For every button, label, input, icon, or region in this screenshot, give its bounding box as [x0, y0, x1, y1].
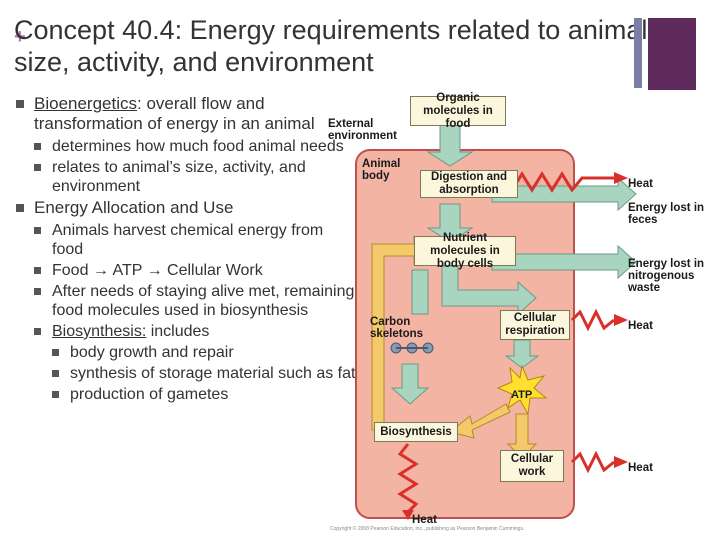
- heat-label-2: Heat: [628, 320, 653, 332]
- bullet-list: Bioenergetics: overall flow and transfor…: [16, 94, 356, 406]
- square-bullet-icon: [52, 370, 59, 377]
- sub-sub-bullet-gametes: production of gametes: [52, 385, 356, 404]
- sub-bullet-text: relates to animal’s size, activity, and …: [52, 159, 306, 195]
- atp-label: ATP: [511, 389, 533, 401]
- sub-bullet-food: determines how much food animal needs: [34, 137, 356, 156]
- arrow-respiration-to-atp: [504, 339, 540, 369]
- square-bullet-icon: [16, 100, 24, 108]
- sub-bullet-size: relates to animal’s size, activity, and …: [34, 158, 356, 196]
- copyright-credit: Copyright © 2008 Pearson Education, Inc.…: [330, 526, 525, 532]
- digestion-box: Digestion and absorption: [420, 170, 518, 198]
- sub-bullet-biosynthesis: Biosynthesis: includes: [34, 322, 356, 341]
- sub-sub-bullet-storage: synthesis of storage material such as fa…: [52, 364, 356, 383]
- sub-sub-bullet-text: production of gametes: [70, 386, 229, 403]
- arrow-carbon-to-biosynthesis: [390, 363, 430, 405]
- square-bullet-icon: [34, 164, 41, 171]
- sub-bullet-text: includes: [146, 323, 210, 340]
- nutrient-molecules-box: Nutrient molecules in body cells: [414, 232, 516, 270]
- square-bullet-icon: [34, 227, 41, 234]
- arrow-atp-to-biosynthesis: [448, 403, 511, 439]
- energy-flow-figure: Organic molecules in food External envir…: [322, 92, 720, 540]
- bioenergetics-definition: : overall flow and transformation of ene…: [34, 94, 315, 133]
- sub-bullet-text: determines how much food animal needs: [52, 138, 344, 155]
- heat-zigzag-4: [397, 443, 419, 514]
- bullet-text: Energy Allocation and Use: [34, 198, 234, 217]
- square-bullet-icon: [16, 204, 24, 212]
- biosynthesis-term: Biosynthesis:: [52, 323, 147, 340]
- decor-bar-light: [634, 18, 642, 88]
- heat-label-3: Heat: [628, 462, 653, 474]
- sub-bullet-food-atp: Food → ATP → Cellular Work: [34, 261, 356, 280]
- heat-zigzag-3: [570, 450, 615, 474]
- biosynthesis-box: Biosynthesis: [374, 422, 458, 442]
- animal-body-label: Animal body: [362, 158, 401, 182]
- sub-bullet-text: Animals harvest chemical energy from foo…: [52, 222, 324, 258]
- energy-feces-label: Energy lost in feces: [628, 202, 705, 226]
- heat-label-4: Heat: [412, 514, 437, 526]
- arrow-to-waste: [491, 244, 637, 280]
- organic-molecules-box: Organic molecules in food: [410, 92, 506, 130]
- bullet-energy-allocation: Energy Allocation and Use: [16, 198, 356, 218]
- decor-block-dark: [648, 18, 696, 90]
- slide-title: Concept 40.4: Energy requirements relate…: [14, 15, 648, 77]
- cellular-respiration-box: Cellular respiration: [500, 310, 570, 340]
- bullet-bioenergetics: Bioenergetics: overall flow and transfor…: [16, 94, 356, 134]
- square-bullet-icon: [34, 267, 41, 274]
- energy-waste-label: Energy lost in nitrogenous waste: [628, 258, 705, 294]
- trunk-to-carbon: [411, 269, 429, 315]
- square-bullet-icon: [34, 328, 41, 335]
- sub-sub-bullet-text: body growth and repair: [70, 344, 234, 361]
- square-bullet-icon: [52, 391, 59, 398]
- arrow-digestion-to-nutrient: [426, 203, 474, 243]
- external-environment-label: External environment: [328, 118, 398, 142]
- sub-bullet-text: After needs of staying alive met, remain…: [52, 283, 355, 319]
- sub-sub-bullet-text: synthesis of storage material such as fa…: [70, 365, 356, 382]
- heat-label-1: Heat: [628, 178, 653, 190]
- atp-starburst-icon: [496, 364, 548, 416]
- bioenergetics-term: Bioenergetics: [34, 94, 138, 113]
- carbon-skeletons-label: Carbon skeletons: [370, 316, 424, 340]
- square-bullet-icon: [34, 143, 41, 150]
- heat-zigzag-2: [570, 308, 615, 332]
- cellular-work-box: Cellular work: [500, 450, 564, 482]
- arrow-to-respiration: [441, 265, 537, 316]
- sub-bullet-harvest: Animals harvest chemical energy from foo…: [34, 221, 356, 259]
- sub-sub-bullet-growth: body growth and repair: [52, 343, 356, 362]
- sub-bullet-after-needs: After needs of staying alive met, remain…: [34, 282, 356, 320]
- sub-bullet-text: Food → ATP → Cellular Work: [52, 262, 263, 279]
- plus-mark: +: [14, 26, 26, 48]
- arrow-food-to-digestion: [426, 123, 474, 167]
- square-bullet-icon: [52, 349, 59, 356]
- square-bullet-icon: [34, 288, 41, 295]
